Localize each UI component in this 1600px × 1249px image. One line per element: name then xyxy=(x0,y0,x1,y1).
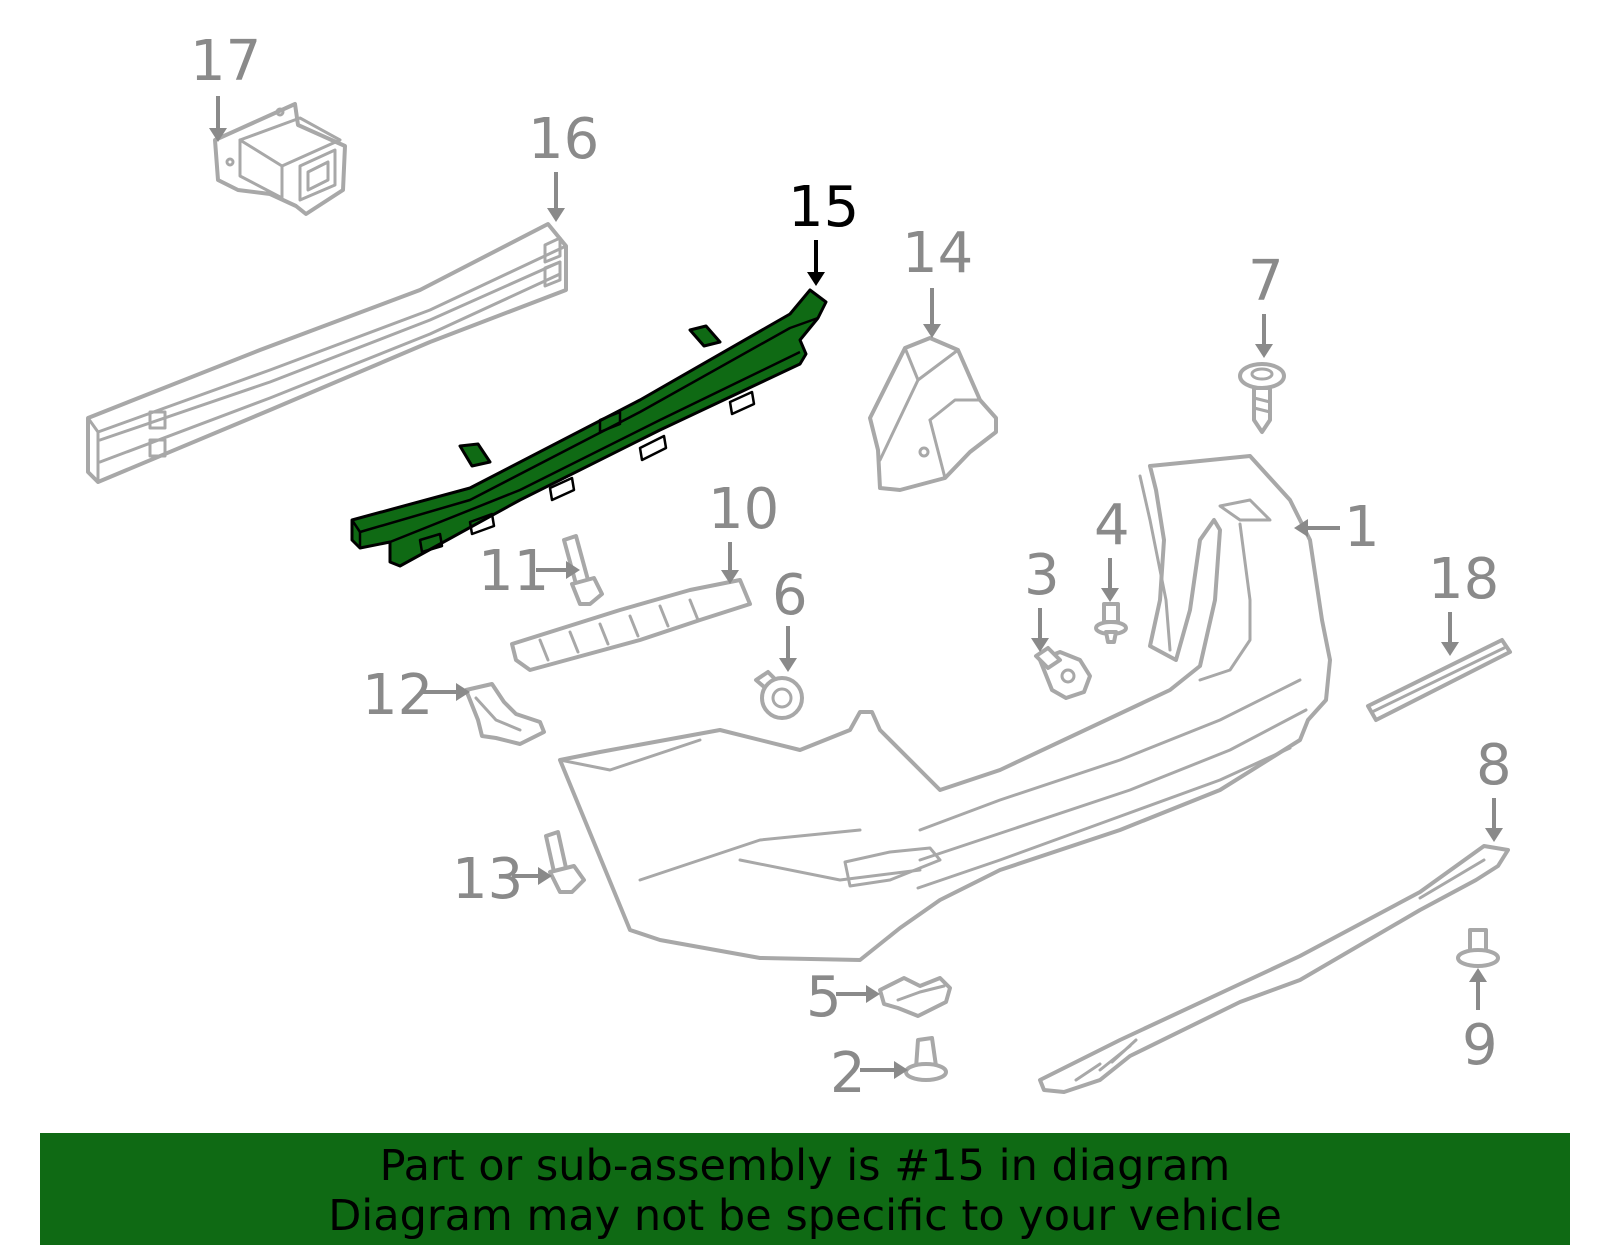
part-2-pin[interactable] xyxy=(904,1036,948,1082)
callout-8[interactable]: 8 xyxy=(1476,733,1512,798)
part-8-lower-molding[interactable] xyxy=(1038,844,1510,1094)
callout-12[interactable]: 12 xyxy=(362,663,433,728)
callout-3[interactable]: 3 xyxy=(1024,543,1060,608)
part-3-bolt[interactable] xyxy=(1034,646,1092,700)
callout-6[interactable]: 6 xyxy=(772,563,808,628)
banner-line-disclaimer: Diagram may not be specific to your vehi… xyxy=(328,1191,1282,1241)
callout-13[interactable]: 13 xyxy=(452,847,523,912)
callout-5[interactable]: 5 xyxy=(806,965,842,1030)
callout-7[interactable]: 7 xyxy=(1248,249,1284,314)
part-14-side-bracket[interactable] xyxy=(868,336,998,492)
callout-10[interactable]: 10 xyxy=(708,477,779,542)
parts-diagram: 17 16 15 14 7 1 4 3 10 6 11 12 13 5 2 18… xyxy=(86,29,1512,1106)
info-banner: Part or sub-assembly is #15 in diagram D… xyxy=(40,1133,1570,1245)
part-18-molding[interactable] xyxy=(1366,638,1512,722)
callout-18[interactable]: 18 xyxy=(1428,547,1499,612)
callout-17[interactable]: 17 xyxy=(190,29,261,94)
leader-arrows xyxy=(209,96,1503,1079)
part-10-bracket-strip[interactable] xyxy=(510,578,752,672)
banner-line-part: Part or sub-assembly is #15 in diagram xyxy=(379,1141,1231,1191)
part-7-screw[interactable] xyxy=(1238,362,1286,434)
part-9-pin[interactable] xyxy=(1456,928,1500,968)
part-16-reinforcement-beam[interactable] xyxy=(86,222,568,484)
callout-11[interactable]: 11 xyxy=(478,539,549,604)
part-15-energy-absorber[interactable] xyxy=(350,288,828,568)
callout-2[interactable]: 2 xyxy=(830,1041,866,1106)
part-17-bracket[interactable] xyxy=(213,102,347,216)
callout-1[interactable]: 1 xyxy=(1344,495,1380,560)
callout-15[interactable]: 15 xyxy=(788,175,859,240)
part-4-clip[interactable] xyxy=(1094,602,1128,644)
callout-14[interactable]: 14 xyxy=(902,221,973,286)
part-6-clip-nut[interactable] xyxy=(754,670,804,720)
part-5-retainer[interactable] xyxy=(878,976,952,1018)
part-13-bolt[interactable] xyxy=(544,830,586,894)
callout-9[interactable]: 9 xyxy=(1462,1013,1498,1078)
part-12-small-bracket[interactable] xyxy=(464,682,546,746)
callout-16[interactable]: 16 xyxy=(528,107,599,172)
callout-4[interactable]: 4 xyxy=(1094,493,1130,558)
part-1-bumper-cover[interactable] xyxy=(558,454,1332,962)
